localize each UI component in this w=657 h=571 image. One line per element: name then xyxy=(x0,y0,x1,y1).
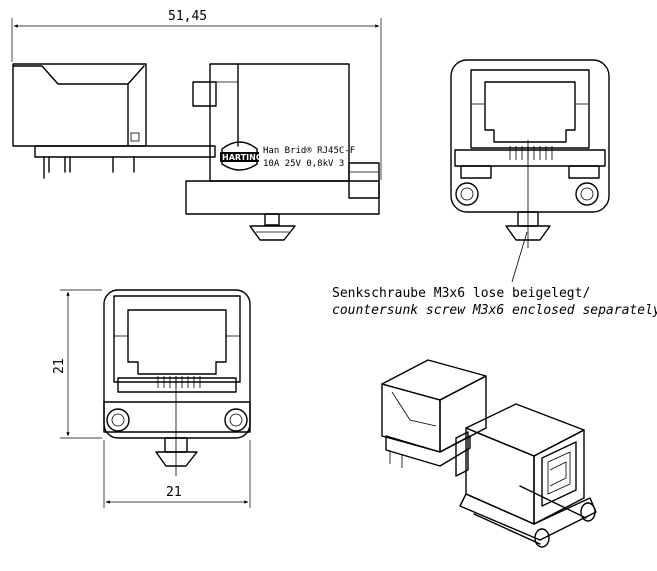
front-view-bottom xyxy=(103,289,251,476)
callout-de: Senkschraube M3x6 lose beigelegt/ xyxy=(332,286,590,301)
callout-leader xyxy=(511,231,528,283)
front-view-top xyxy=(450,59,610,248)
side-view: HARTING Han Brid® RJ45C-F 10A 25V 0,8kV … xyxy=(12,63,380,241)
callout-en: countersunk screw M3x6 enclosed separate… xyxy=(332,303,657,318)
dimension-height-label: 21 xyxy=(52,358,67,374)
harting-logo: HARTING xyxy=(220,141,262,171)
dimension-top-width: 51,45 xyxy=(11,9,382,180)
product-label: Han Brid® RJ45C-F xyxy=(263,146,355,156)
logo-text: HARTING xyxy=(222,153,262,162)
isometric-view xyxy=(381,359,597,548)
rating-label: 10A 25V 0,8kV 3 xyxy=(263,159,344,169)
dimension-bottom-width: 21 xyxy=(103,440,251,508)
dimension-height: 21 xyxy=(52,289,102,439)
dimension-top-width-label: 51,45 xyxy=(168,9,207,24)
dimension-bottom-width-label: 21 xyxy=(166,485,182,500)
